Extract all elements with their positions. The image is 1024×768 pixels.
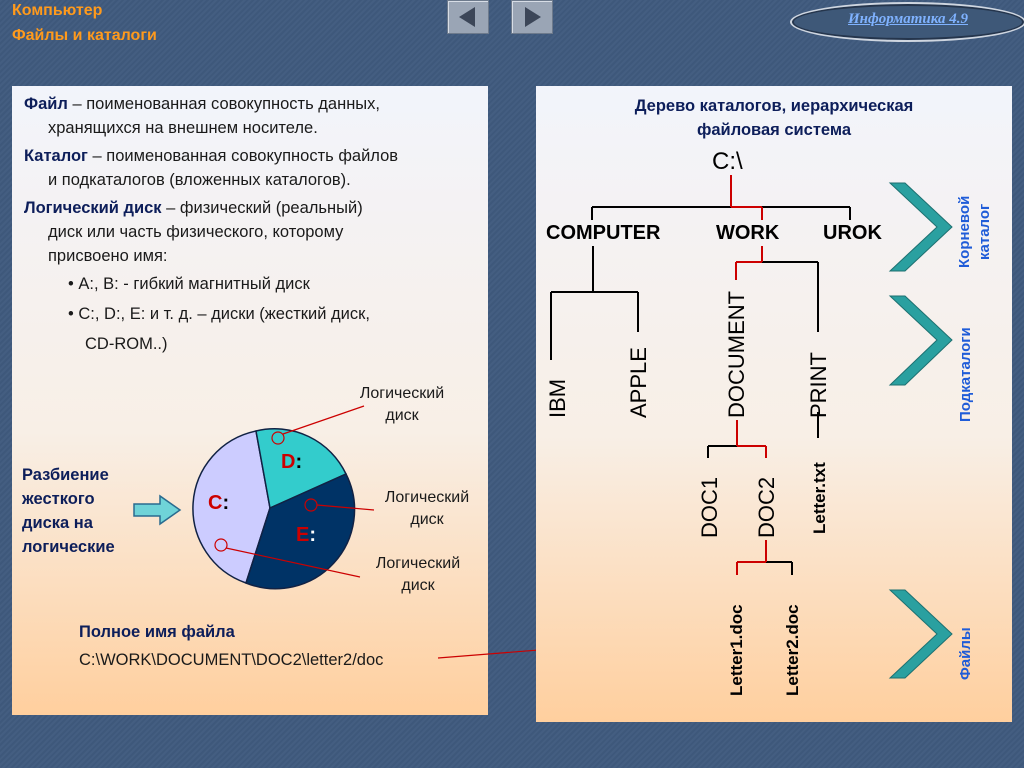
callout-label-c-line2: диск [401,577,435,594]
chevron-root-icon [888,182,953,272]
block-arrow-icon [133,494,182,526]
side-label-root-line2: каталог [976,203,993,260]
tree-file-letter1: Letter1.doc [727,604,746,696]
tree-node-work: WORK [716,222,780,244]
disk-letter-d: D [281,451,296,473]
tree-node-computer: COMPUTER [546,222,661,244]
disk-term: Логический диск [24,199,162,217]
file-def-line1: – поименованная совокупность данных, [67,95,381,113]
partition-caption-line4: логические [22,538,115,556]
callout-marker-d [271,431,285,445]
tree-title-line2: файловая система [696,121,852,139]
disk-colon-c: : [222,492,230,514]
tree-node-doc2: DOC2 [754,476,779,538]
callout-marker-c [214,538,228,552]
chevron-subdirs-icon [888,295,953,386]
disk-def-line3: присвоено имя: [48,247,168,265]
side-label-subdirs: Подкаталоги [957,327,974,422]
side-label-files: Файлы [957,627,974,680]
partition-caption: Разбиение жесткого диска на логические [22,463,115,559]
disk-label-c: C: [208,492,229,515]
bullet-dot-icon: • [68,305,79,323]
header-subject: Компьютер [12,2,103,19]
callout-label-c-line1: Логический [375,555,461,572]
fullname-title: Полное имя файла [79,623,235,641]
catalog-def-line1: – поименованная совокупность файлов [87,147,399,165]
disk-label-d: D: [281,451,302,474]
section-badge[interactable]: Информатика 4.9 [790,2,1024,42]
bullet-hdd-text-cont: CD-ROM..) [85,335,168,353]
partition-caption-line2: жесткого [22,490,95,508]
fullname-path: C:\WORK\DOCUMENT\DOC2\letter2/doc [79,651,384,669]
callout-label-e-line2: диск [410,511,444,528]
tree-title: Дерево каталогов, иерархическая файловая… [536,94,1012,142]
tree-file-letter-txt: Letter.txt [810,462,829,534]
tree-node-doc1: DOC1 [697,476,722,538]
tree-node-print: PRINT [806,352,831,418]
file-definition: Файл – поименованная совокупность данных… [24,92,380,116]
prev-slide-button[interactable] [447,0,489,34]
tree-node-apple: APPLE [626,347,651,418]
file-def-line2: хранящихся на внешнем носителе. [48,119,318,137]
disk-def-line2: диск или часть физического, которому [48,223,344,241]
disk-letter-c: C [208,492,223,514]
chevron-files-icon [888,589,953,679]
pie-slice-d [255,428,348,510]
disk-letter-e: E [296,524,310,546]
callout-label-e-line1: Логический [384,489,470,506]
disk-colon-d: : [295,451,303,473]
definitions-panel: Файл – поименованная совокупность данных… [12,86,488,715]
section-badge-label: Информатика 4.9 [848,11,968,27]
tree-title-line1: Дерево каталогов, иерархическая [634,97,914,115]
bullet-item-hdd: • C:, D:, E: и т. д. – диски (жесткий ди… [68,302,370,326]
next-slide-button[interactable] [511,0,553,34]
tree-node-document: DOCUMENT [724,290,749,418]
bullet-item-floppy: • A:, B: - гибкий магнитный диск [68,272,310,296]
callout-line-d [282,405,365,435]
disk-colon-e: : [309,524,317,546]
side-label-root-line1: Корневой [956,195,973,268]
tree-file-letter2: Letter2.doc [783,604,802,696]
tree-root: C:\ [712,148,743,175]
partition-caption-line1: Разбиение [22,466,109,484]
arrow-left-icon [459,7,475,27]
side-label-root: Корневой каталог [955,196,995,268]
callout-label-e: Логический диск [357,487,497,531]
callout-line-c [225,547,361,578]
disk-definition: Логический диск – физический (реальный) [24,196,363,220]
callout-line-e [316,504,375,511]
disk-def-line1: – физический (реальный) [161,199,363,217]
catalog-term: Каталог [24,147,88,165]
pie-slice-e [245,473,356,590]
callout-label-d: Логический диск [332,383,472,427]
file-term: Файл [24,95,68,113]
tree-node-ibm: IBM [545,378,570,418]
callout-label-d-line2: диск [385,407,419,424]
bullet-hdd-text: C:, D:, E: и т. д. – диски (жесткий диск… [78,305,370,323]
header-topic: Файлы и каталоги [12,27,157,44]
tree-node-urok: UROK [823,222,882,244]
disk-label-e: E: [296,524,316,547]
pie-slice-c [192,430,271,584]
callout-label-c: Логический диск [348,553,488,597]
partition-caption-line3: диска на [22,514,93,532]
callout-label-d-line1: Логический [359,385,445,402]
arrow-right-icon [525,7,541,27]
catalog-definition: Каталог – поименованная совокупность фай… [24,144,398,168]
catalog-def-line2: и подкаталогов (вложенных каталогов). [48,171,351,189]
bullet-floppy-text: A:, B: - гибкий магнитный диск [78,275,310,293]
bullet-dot-icon: • [68,275,79,293]
